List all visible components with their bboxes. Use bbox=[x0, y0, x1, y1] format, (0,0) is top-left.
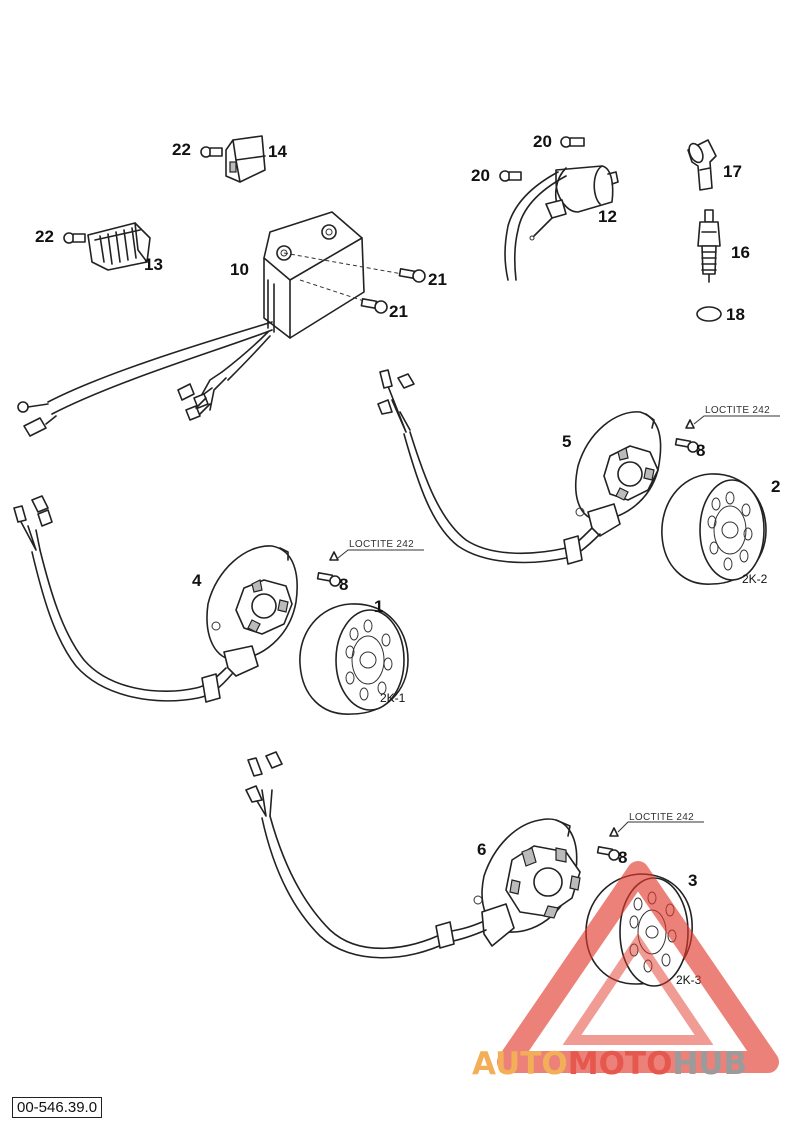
cdi-unit-part-10 bbox=[263, 211, 409, 339]
label-part-20-lower: 20 bbox=[471, 166, 490, 185]
screw-part-22-upper bbox=[200, 146, 223, 158]
screw-part-21-lower bbox=[360, 298, 388, 314]
variant-label-2k-1: 2K-1 bbox=[380, 691, 406, 705]
loctite-label-3: LOCTITE 242 bbox=[629, 812, 694, 823]
label-part-6: 6 bbox=[477, 840, 486, 859]
label-part-22-lower: 22 bbox=[35, 227, 54, 246]
label-part-8-set-3: 8 bbox=[618, 848, 627, 867]
watermark-logo: AUTOMOTOHUB bbox=[472, 861, 779, 1082]
label-part-4: 4 bbox=[192, 571, 202, 590]
watermark-moto: MOTO bbox=[568, 1046, 673, 1082]
drawing-number: 00-546.39.0 bbox=[12, 1097, 103, 1118]
regulator-part-13 bbox=[87, 222, 151, 271]
nut-part-8-set-1 bbox=[316, 549, 424, 587]
ignition-coil-part-12 bbox=[504, 165, 619, 281]
label-part-21-upper: 21 bbox=[428, 270, 447, 289]
nut-part-8-set-2 bbox=[674, 415, 780, 453]
stator-part-4 bbox=[206, 545, 298, 677]
label-part-2: 2 bbox=[771, 477, 780, 496]
loctite-label-2: LOCTITE 242 bbox=[705, 405, 770, 416]
o-ring-part-18 bbox=[696, 306, 722, 322]
label-part-12: 12 bbox=[598, 207, 617, 226]
watermark-text: AUTOMOTOHUB bbox=[472, 1046, 747, 1082]
relay-bracket-part-14 bbox=[225, 135, 266, 183]
label-part-8-set-2: 8 bbox=[696, 441, 705, 460]
watermark-auto: AUTO bbox=[472, 1046, 568, 1082]
screw-part-20-lower bbox=[499, 170, 522, 182]
label-part-20-upper: 20 bbox=[533, 132, 552, 151]
label-part-21-lower: 21 bbox=[389, 302, 408, 321]
flywheel-part-2 bbox=[661, 473, 767, 585]
label-part-16: 16 bbox=[731, 243, 750, 262]
label-part-5: 5 bbox=[562, 432, 571, 451]
label-part-8-set-1: 8 bbox=[339, 575, 348, 594]
label-part-18: 18 bbox=[726, 305, 745, 324]
stator-part-6 bbox=[473, 818, 581, 947]
label-part-17: 17 bbox=[723, 162, 742, 181]
spark-plug-part-16 bbox=[697, 209, 721, 283]
nut-part-8-set-3 bbox=[596, 821, 704, 861]
screw-part-22-lower bbox=[63, 232, 86, 244]
label-part-1: 1 bbox=[374, 597, 383, 616]
watermark-hub: HUB bbox=[672, 1046, 747, 1082]
cdi-wiring-harness bbox=[17, 321, 273, 437]
label-part-3: 3 bbox=[688, 871, 697, 890]
label-part-14: 14 bbox=[268, 142, 287, 161]
stator-wiring-6 bbox=[245, 751, 487, 959]
variant-label-2k-2: 2K-2 bbox=[742, 572, 768, 586]
variant-label-2k-3: 2K-3 bbox=[676, 973, 702, 987]
loctite-label-1: LOCTITE 242 bbox=[349, 539, 414, 550]
spark-plug-cap-part-17 bbox=[687, 139, 717, 191]
stator-wiring-4 bbox=[13, 495, 233, 703]
stator-part-5 bbox=[574, 411, 662, 537]
screw-part-20-upper bbox=[560, 136, 585, 148]
label-part-10: 10 bbox=[230, 260, 249, 279]
label-part-22-upper: 22 bbox=[172, 140, 191, 159]
stator-wiring-5 bbox=[377, 369, 601, 565]
label-part-13: 13 bbox=[144, 255, 163, 274]
screw-part-21-upper bbox=[398, 268, 426, 283]
flywheel-part-1 bbox=[299, 603, 409, 715]
